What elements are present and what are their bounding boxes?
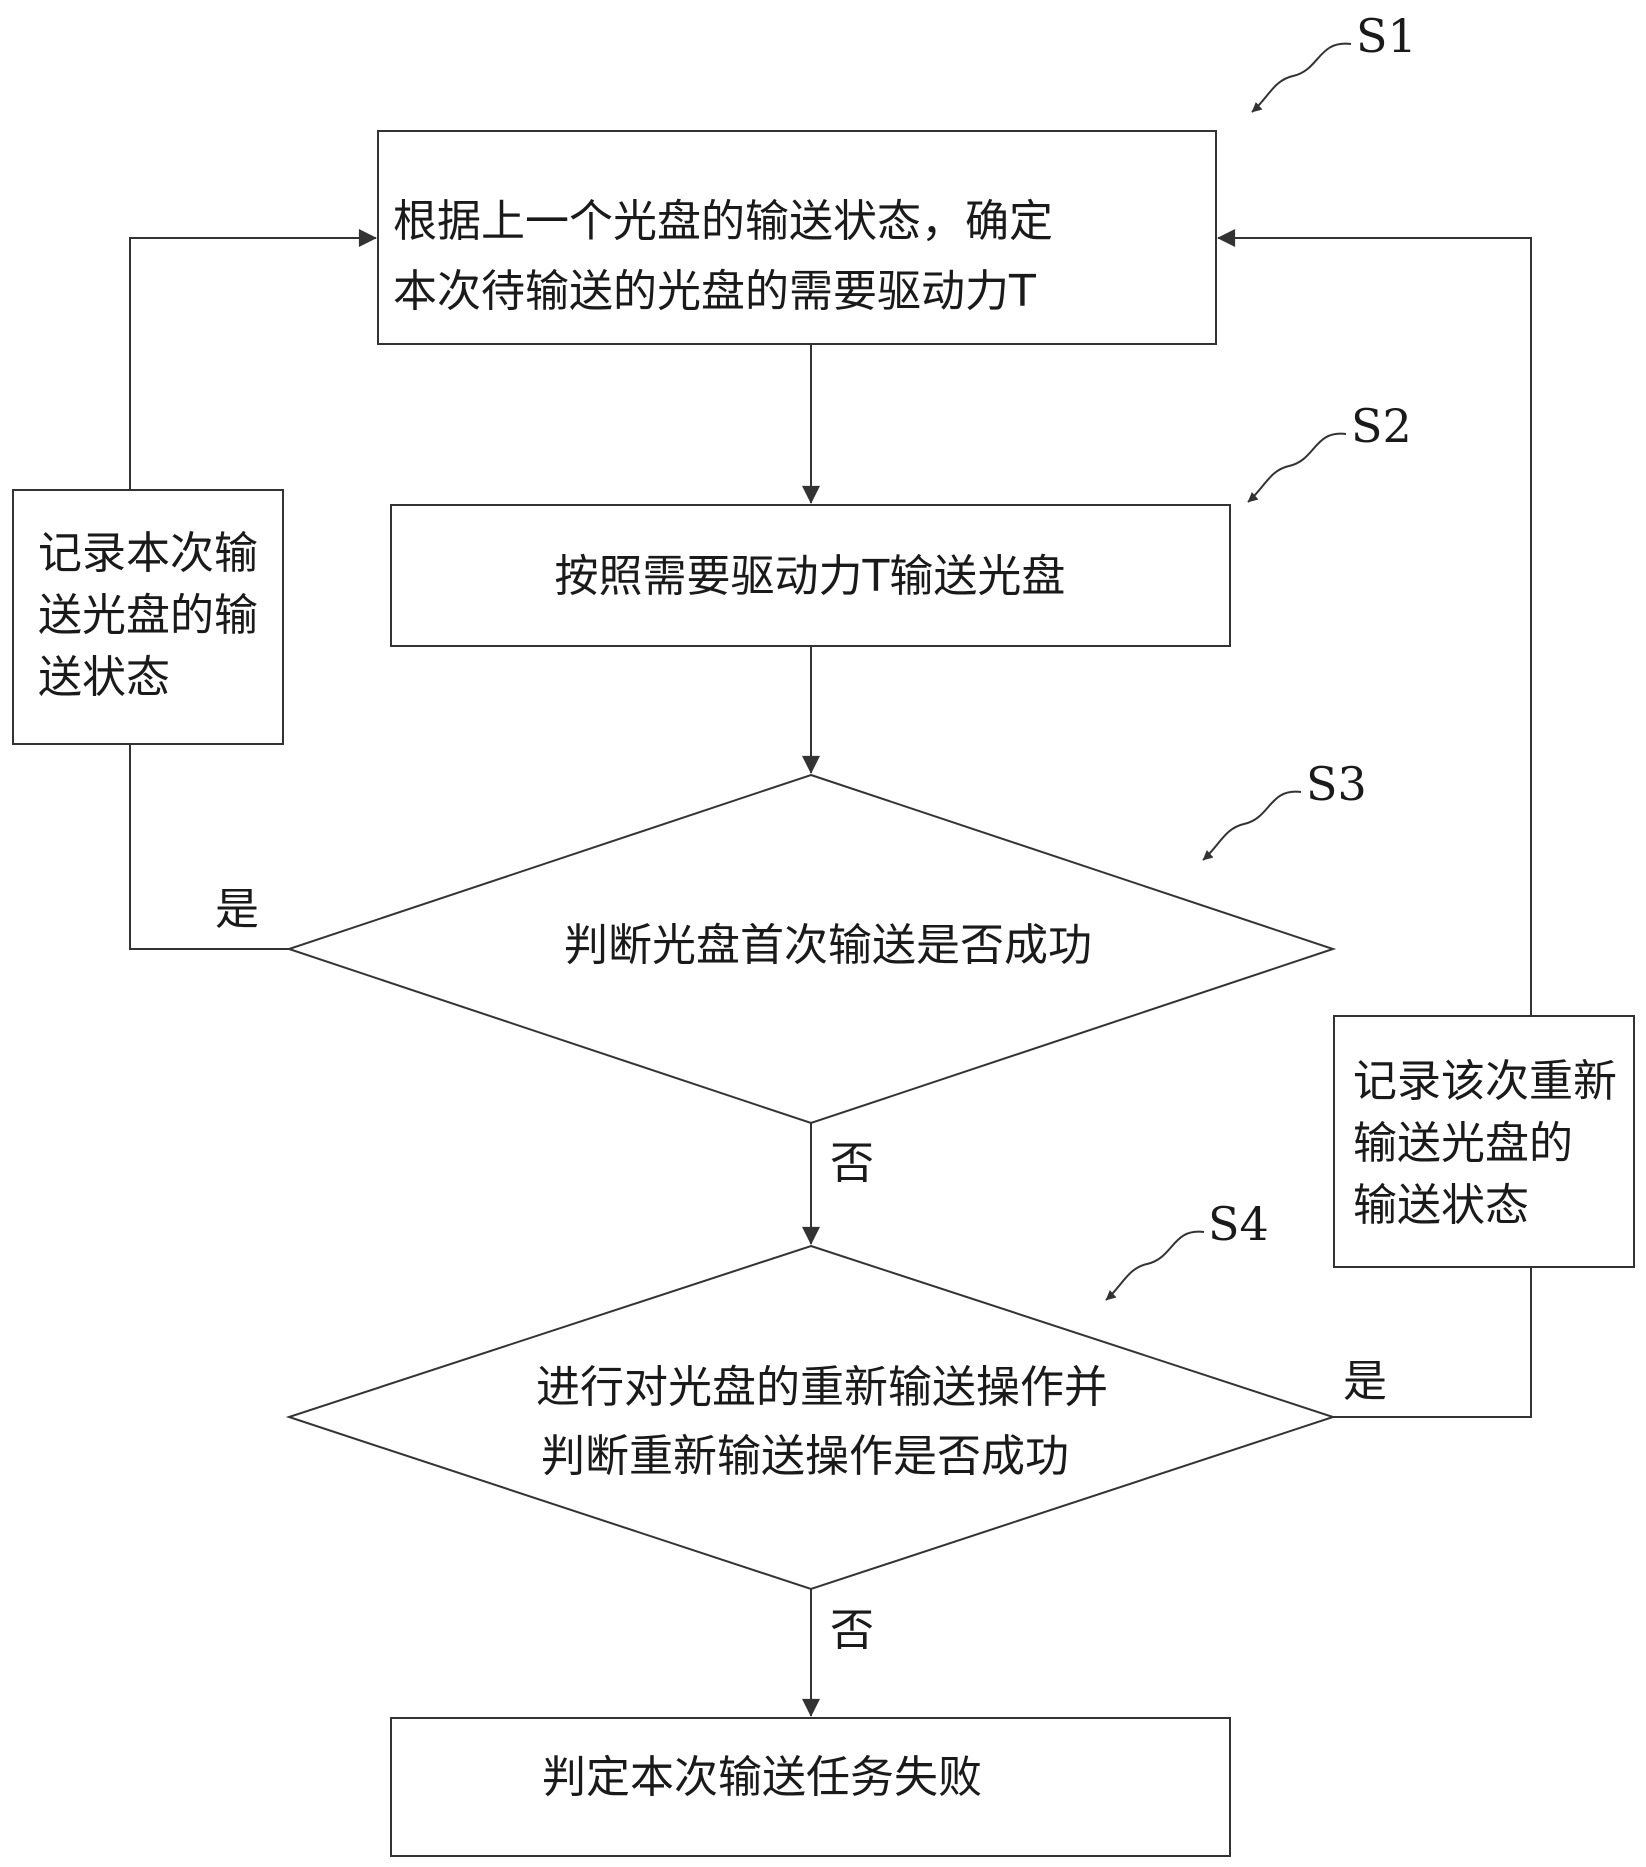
side-box-right-line-2: 输送光盘的 [1353, 1118, 1573, 1169]
side-box-right-line-1: 记录该次重新 [1353, 1056, 1617, 1107]
step-s4-text-line-2: 判断重新输送操作是否成功 [541, 1431, 1069, 1482]
callout-s3-label: S3 [1306, 757, 1367, 811]
branch-label-s3-no: 否 [830, 1138, 874, 1189]
branch-label-s3-yes: 是 [215, 884, 259, 935]
callout-s1-label: S1 [1356, 9, 1417, 63]
step-s2-box [390, 504, 1231, 647]
side-box-left-rect [12, 489, 284, 745]
side-box-right-rect [1333, 1015, 1635, 1268]
step-fail: 判定本次输送任务失败 [390, 1717, 1231, 1857]
step-s2: 按照需要驱动力T输送光盘 [390, 504, 1231, 647]
callout-s4-leader [1105, 1230, 1205, 1301]
step-s1-box [377, 130, 1217, 345]
step-s1-text-line-1: 根据上一个光盘的输送状态，确定 [393, 196, 1053, 247]
callout-s2: S2 [1247, 399, 1412, 503]
step-s1: 根据上一个光盘的输送状态，确定 本次待输送的光盘的需要驱动力T [377, 130, 1217, 345]
step-fail-box [390, 1717, 1231, 1857]
callout-s4-label: S4 [1208, 1197, 1269, 1251]
side-box-left-line-3: 送状态 [38, 652, 170, 703]
callout-s4: S4 [1105, 1197, 1269, 1301]
side-box-left-line-2: 送光盘的输 [38, 590, 258, 641]
side-box-right: 记录该次重新 输送光盘的 输送状态 [1333, 1015, 1635, 1268]
step-fail-text: 判定本次输送任务失败 [542, 1752, 982, 1803]
branch-label-s4-no: 否 [830, 1605, 874, 1656]
callout-s2-label: S2 [1351, 399, 1412, 453]
step-s1-text-line-2: 本次待输送的光盘的需要驱动力T [393, 266, 1036, 317]
connector-s3-yes-to-left-box [129, 744, 289, 950]
step-s2-text: 按照需要驱动力T输送光盘 [555, 551, 1066, 602]
connector-s4-yes-to-right-box [1333, 1267, 1532, 1418]
step-s3-text: 判断光盘首次输送是否成功 [564, 920, 1092, 971]
arrow-left-box-to-s1 [129, 229, 377, 490]
callout-s3: S3 [1202, 757, 1367, 861]
callout-s1-leader [1251, 42, 1352, 113]
arrow-right-box-to-s1 [1217, 229, 1532, 1016]
step-s4: 进行对光盘的重新输送操作并 判断重新输送操作是否成功 [285, 1244, 1337, 1591]
side-box-right-line-3: 输送状态 [1353, 1180, 1529, 1231]
callout-s3-leader [1202, 790, 1302, 861]
callout-s1: S1 [1251, 9, 1417, 113]
step-s4-diamond [285, 1244, 1337, 1591]
side-box-left: 记录本次输 送光盘的输 送状态 [12, 489, 284, 745]
callout-s2-leader [1247, 432, 1347, 503]
branch-label-s4-yes: 是 [1343, 1356, 1387, 1407]
step-s3: 判断光盘首次输送是否成功 [285, 773, 1337, 1125]
side-box-left-line-1: 记录本次输 [38, 528, 258, 579]
step-s4-text-line-1: 进行对光盘的重新输送操作并 [536, 1362, 1108, 1413]
